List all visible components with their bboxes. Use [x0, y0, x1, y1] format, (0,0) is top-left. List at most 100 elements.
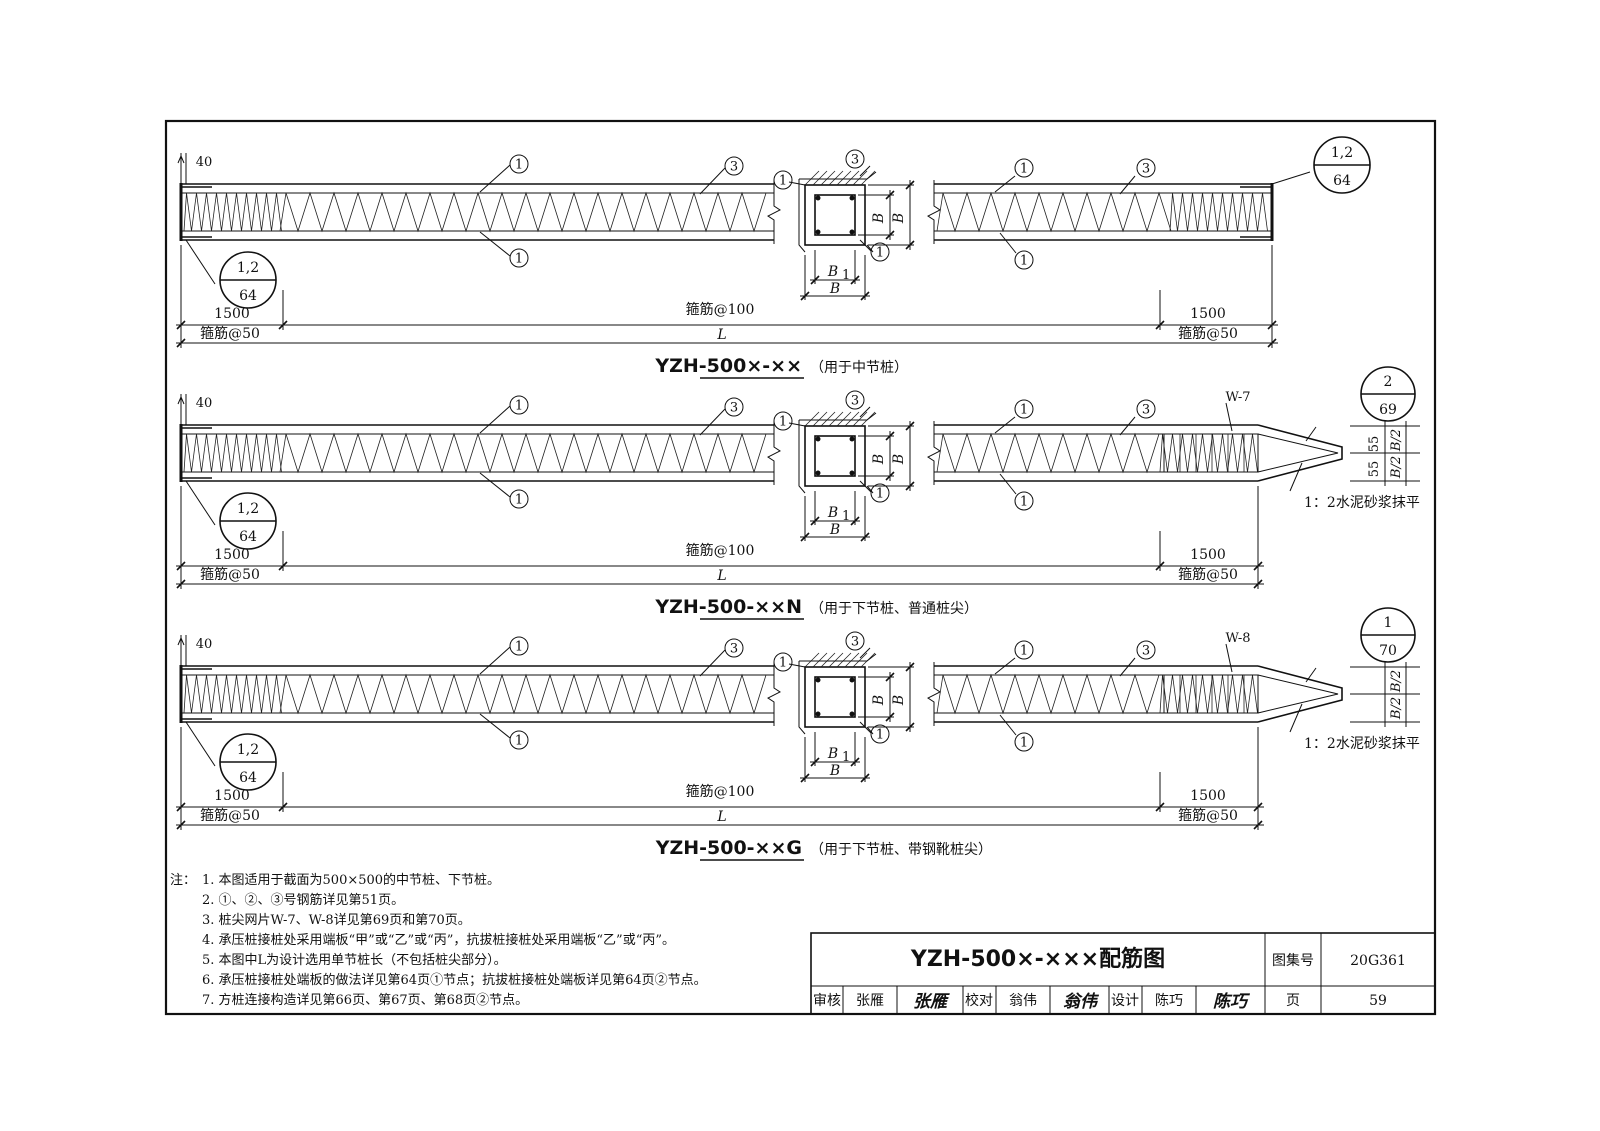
detail-callout-left-top: 1,2 [237, 260, 259, 276]
section-subtitle: （用于中节桩） [810, 359, 908, 376]
rebar-1-callout-top: 1 [509, 636, 529, 656]
stirrup-dense-left [183, 192, 282, 232]
detail-callout-right-bottom: 69 [1379, 402, 1397, 418]
atlas-label: 图集号 [1272, 952, 1314, 969]
design-name: 陈巧 [1155, 992, 1183, 1009]
review-name: 张雁 [856, 993, 884, 1009]
note-1: 1. 本图适用于截面为500×500的中节桩、下节桩。 [202, 872, 500, 888]
atlas-number: 20G361 [1350, 953, 1406, 969]
section-b1-vertical: B [871, 695, 887, 706]
rebar-1-callout-right-top: 1 [1014, 640, 1034, 660]
note-4: 4. 承压桩接桩处采用端板“甲”或“乙”或“丙”，抗拔桩接桩处采用端板“乙”或“… [202, 932, 675, 948]
section-rebar-1-left: 1 [773, 411, 793, 431]
design-signature: 陈巧 [1213, 992, 1251, 1012]
stirrup-spacing-mid: 箍筋@100 [686, 542, 755, 559]
section-rebar-3: 3 [845, 631, 865, 651]
section-b-vertical: B [891, 213, 907, 224]
rebar-1-callout-bottom: 1 [509, 730, 529, 750]
title-block: YZH-500×-×××配筋图 图集号 20G361 页 59 审核 张雁 张雁… [810, 932, 1436, 1015]
section-title: YZH-500×-×× （用于中节桩） [654, 355, 908, 379]
section-b1-subscript: 1 [842, 509, 850, 524]
pile-length: L [716, 809, 726, 825]
section-rebar-1-left: 1 [773, 170, 793, 190]
rebar-1-callout-right-bottom: 1 [1014, 250, 1034, 270]
page-number: 59 [1369, 993, 1387, 1009]
section-b-horizontal: B [829, 281, 840, 297]
dim-end-right: 1500 [1190, 547, 1226, 563]
section-b1-vertical: B [871, 213, 887, 224]
section-b-vertical: B [891, 454, 907, 465]
check-signature: 翁伟 [1063, 992, 1100, 1012]
review-signature: 张雁 [913, 992, 950, 1012]
section-title-text: YZH-500-××N [654, 596, 802, 618]
rebar-1-callout-top-text: 1 [515, 640, 523, 655]
detail-callout-left: 1,264 [219, 492, 277, 550]
review-label: 审核 [813, 993, 841, 1009]
dim-end-left: 1500 [214, 306, 250, 322]
section-b1-horizontal: B [827, 264, 838, 280]
section-b1-subscript: 1 [842, 750, 850, 765]
stirrup-dense-left [183, 674, 282, 714]
section-rebar-1-right-text: 1 [876, 487, 884, 502]
pile-length: L [716, 327, 726, 343]
cover-dim: 40 [196, 155, 213, 170]
section-title: YZH-500-××N（用于下节桩、普通桩尖） [654, 596, 978, 620]
section-rebar-1-right: 1 [870, 724, 890, 744]
section-b-horizontal: B [829, 522, 840, 538]
section-title: YZH-500-××G（用于下节桩、带钢靴桩尖） [655, 837, 992, 861]
section-rebar-1-left-text: 1 [779, 415, 787, 430]
rebar-3-callout-right: 3 [1136, 640, 1156, 660]
section-rebar-1-right-text: 1 [876, 246, 884, 261]
tip-mesh-label: W-8 [1225, 631, 1250, 646]
note-5: 5. 本图中L为设计选用单节桩长（不包括桩尖部分）。 [202, 953, 507, 968]
section-b1-horizontal: B [827, 505, 838, 521]
rebar-1-callout-right-bottom: 1 [1014, 491, 1034, 511]
dim-end-left: 1500 [214, 547, 250, 563]
cover-dim: 40 [196, 637, 213, 652]
stirrup-spiral-left [279, 432, 767, 474]
detail-callout-right-bottom: 64 [1333, 173, 1351, 189]
detail-callout-right-bottom: 70 [1379, 643, 1397, 659]
tip-half-width-bottom: B/2 [1389, 697, 1404, 720]
section-b1-vertical: B [871, 454, 887, 465]
rebar-1-callout-right-bottom-text: 1 [1020, 254, 1028, 269]
rebar-1-callout-top-text: 1 [515, 399, 523, 414]
rebar-1-callout-right-top-text: 1 [1020, 162, 1028, 177]
stirrup-spiral-left [279, 673, 767, 715]
stirrup-spiral-left [279, 191, 767, 233]
detail-callout-right-top: 2 [1384, 374, 1393, 390]
section-rebar-1-right: 1 [870, 242, 890, 262]
section-rebar-1-left: 1 [773, 652, 793, 672]
detail-callout-right-top: 1,2 [1331, 145, 1353, 161]
sheet-border [164, 119, 1437, 1016]
section-rebar-3-text: 3 [851, 635, 859, 650]
section-b1-subscript: 1 [842, 268, 850, 283]
stirrup-dense-right [1159, 433, 1258, 473]
stirrup-spiral-right [936, 432, 1160, 474]
stirrup-spacing-left: 箍筋@50 [200, 807, 260, 824]
detail-callout-right: 170 [1360, 607, 1416, 663]
tip-half-width-top: B/2 [1389, 429, 1404, 452]
rebar-3-callout: 3 [724, 156, 744, 176]
rebar-1-callout-top: 1 [509, 154, 529, 174]
detail-callout-right: 1,2 64 [1313, 136, 1371, 194]
detail-callout-left: 1,264 [219, 251, 277, 309]
tip-half-width-bottom: B/2 [1389, 456, 1404, 479]
check-name: 翁伟 [1009, 993, 1037, 1009]
pile-length: L [716, 568, 726, 584]
stirrup-spiral-right [936, 191, 1172, 233]
section-b-horizontal: B [829, 763, 840, 779]
stirrup-spacing-left: 箍筋@50 [200, 566, 260, 583]
section-rebar-3: 3 [845, 390, 865, 410]
section-rebar-1-left-text: 1 [779, 656, 787, 671]
section-title-text: YZH-500×-×× [654, 355, 802, 377]
rebar-1-callout-right-top-text: 1 [1020, 403, 1028, 418]
check-label: 校对 [965, 992, 993, 1009]
